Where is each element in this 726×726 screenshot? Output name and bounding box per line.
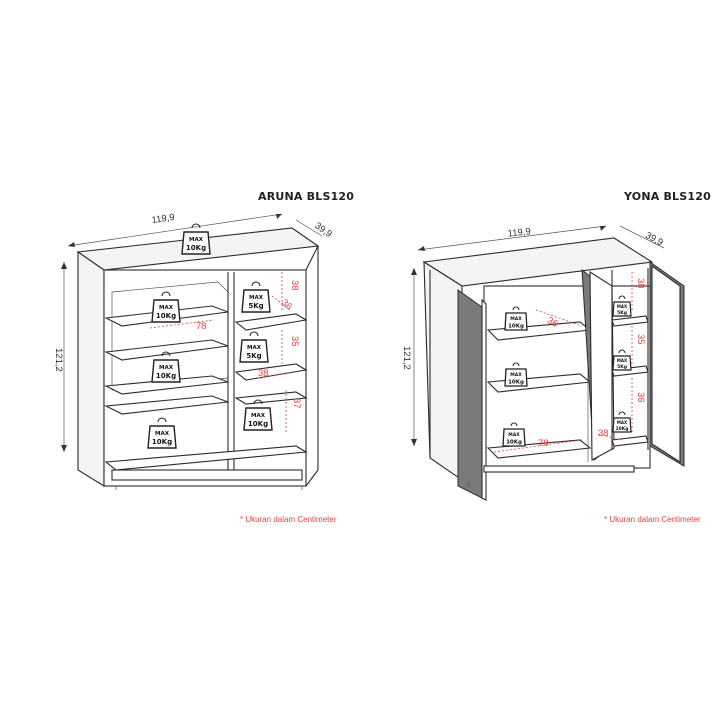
svg-text:5Kg: 5Kg xyxy=(246,352,261,360)
aruna-inner-depth: 38 xyxy=(258,368,269,379)
yona-inner-height-3: 36 xyxy=(635,392,646,403)
yona-inner-height-1: 38 xyxy=(635,278,646,289)
yona-width-label: 119,9 xyxy=(507,226,531,239)
aruna-inner-width: 78 xyxy=(196,321,207,332)
weight-icon: MAX 10Kg xyxy=(151,351,181,383)
svg-text:10Kg: 10Kg xyxy=(506,440,522,446)
weight-icon: MAX 10Kg xyxy=(147,417,177,449)
yona-inner-depth-2: 38 xyxy=(598,428,609,439)
svg-text:MAX: MAX xyxy=(155,431,170,437)
svg-text:10Kg: 10Kg xyxy=(616,426,629,432)
weight-icon: MAX 5Kg xyxy=(612,295,632,317)
aruna-cabinet-drawing: ARUNA BLS120 119,9 3 xyxy=(53,190,354,524)
weight-icon: MAX 5Kg xyxy=(239,331,269,363)
svg-text:10Kg: 10Kg xyxy=(186,244,206,252)
svg-text:10Kg: 10Kg xyxy=(248,420,268,428)
aruna-inner-height-2: 35 xyxy=(289,336,300,347)
weight-icon: MAX 10Kg xyxy=(151,291,181,323)
svg-text:MAX: MAX xyxy=(251,413,266,419)
yona-unit-note: * Ukuran dalam Centimeter xyxy=(604,515,701,524)
svg-text:MAX: MAX xyxy=(508,432,520,438)
yona-inner-width: 78 xyxy=(538,438,549,449)
svg-text:5Kg: 5Kg xyxy=(617,310,627,316)
svg-text:MAX: MAX xyxy=(247,345,262,351)
svg-text:10Kg: 10Kg xyxy=(508,324,524,330)
weight-icon: MAX 5Kg xyxy=(241,281,271,313)
weight-icon: MAX 10Kg xyxy=(181,223,211,255)
svg-text:MAX: MAX xyxy=(189,237,204,243)
aruna-left-side xyxy=(77,250,105,487)
yona-inner-depth: 36 xyxy=(545,315,560,330)
svg-text:MAX: MAX xyxy=(510,372,522,378)
svg-text:MAX: MAX xyxy=(510,316,522,322)
svg-text:10Kg: 10Kg xyxy=(156,312,176,320)
svg-text:10Kg: 10Kg xyxy=(152,438,172,446)
svg-text:MAX: MAX xyxy=(617,304,627,309)
svg-text:MAX: MAX xyxy=(617,358,627,363)
weight-icon: MAX 10Kg xyxy=(612,411,632,433)
weight-icon: MAX 10Kg xyxy=(504,362,528,387)
svg-text:MAX: MAX xyxy=(159,305,174,311)
yona-cabinet-drawing: YONA BLS120 119,9 xyxy=(401,190,711,524)
yona-depth-label: 39,9 xyxy=(643,230,664,248)
yona-height-label: 121,2 xyxy=(401,346,412,370)
aruna-height-label: 121,2 xyxy=(53,348,64,372)
weight-icon: MAX 10Kg xyxy=(502,422,526,447)
weight-icon: MAX 5Kg xyxy=(612,349,632,371)
svg-text:10Kg: 10Kg xyxy=(508,380,524,386)
aruna-inner-height-1: 38 xyxy=(289,280,300,291)
svg-text:5Kg: 5Kg xyxy=(617,364,627,370)
svg-text:MAX: MAX xyxy=(617,420,627,425)
svg-text:MAX: MAX xyxy=(249,295,264,301)
yona-title: YONA BLS120 xyxy=(623,190,711,203)
svg-text:5Kg: 5Kg xyxy=(248,302,263,310)
weight-icon: MAX 10Kg xyxy=(243,399,273,431)
aruna-title: ARUNA BLS120 xyxy=(258,190,354,203)
aruna-inner-height-3: 37 xyxy=(291,398,302,409)
aruna-depth-label: 39,9 xyxy=(313,220,334,240)
svg-text:10Kg: 10Kg xyxy=(156,372,176,380)
svg-text:MAX: MAX xyxy=(159,365,174,371)
yona-inner-height-2: 35 xyxy=(635,334,646,345)
aruna-width-label: 119,9 xyxy=(151,212,175,226)
weight-icon: MAX 10Kg xyxy=(504,306,528,331)
aruna-unit-note: * Ukuran dalam Centimeter xyxy=(240,515,337,524)
